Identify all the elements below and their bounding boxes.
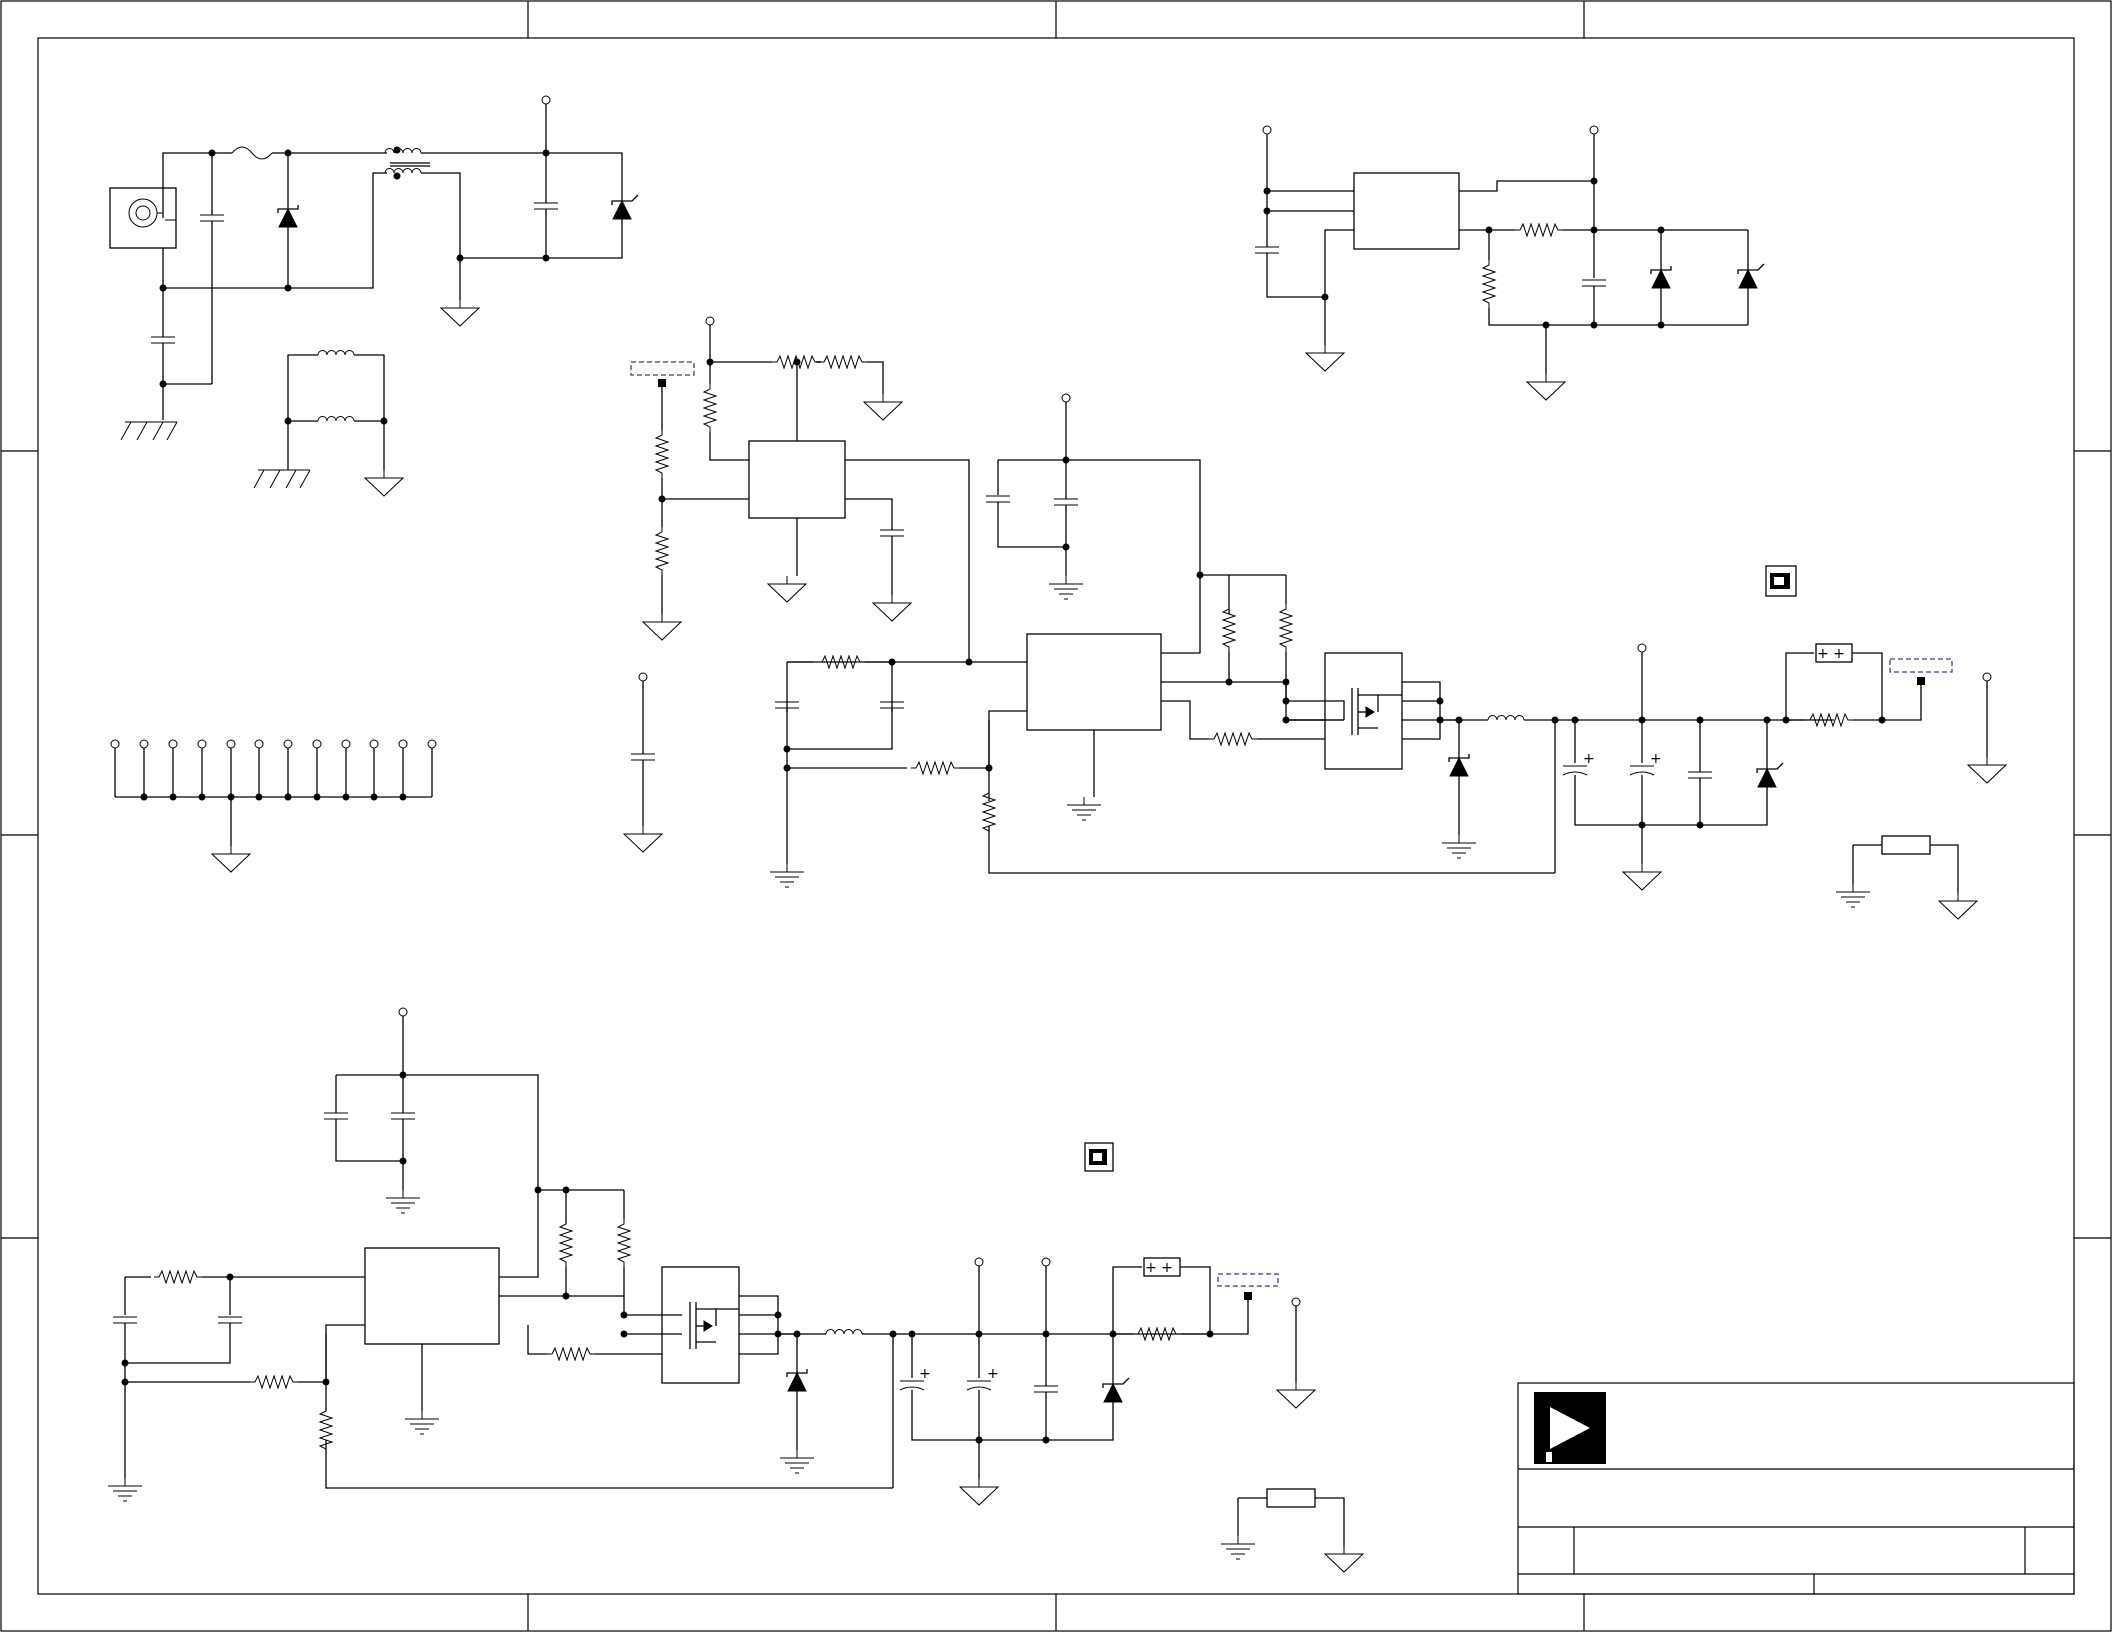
header-pins-block <box>110 739 437 873</box>
test-point-outline <box>1889 658 1953 673</box>
test-point-outline <box>630 361 695 376</box>
fuse-marks: + + <box>1145 1260 1173 1276</box>
polarity-plus: + <box>1650 751 1662 767</box>
polarity-plus: + <box>919 1366 931 1382</box>
fuse-marks: + + <box>1817 646 1845 662</box>
title-block <box>1517 1382 2075 1595</box>
ldo-regulator-block <box>1254 125 1765 401</box>
test-point-outline <box>1217 1273 1279 1287</box>
chassis-filter-block <box>253 350 404 497</box>
mounting-hole-icon <box>1765 565 1797 597</box>
triangle-play-logo <box>1534 1392 1606 1464</box>
buck-converter-1-block: + + + + <box>769 393 2007 920</box>
input-protection-block <box>109 95 639 441</box>
mounting-hole-icon <box>1084 1142 1114 1172</box>
polarity-plus: + <box>1583 751 1595 767</box>
reference-ic-block <box>623 316 970 853</box>
polarity-plus: + <box>987 1366 999 1382</box>
buck-converter-2-block: + + + + <box>107 1007 1364 1573</box>
